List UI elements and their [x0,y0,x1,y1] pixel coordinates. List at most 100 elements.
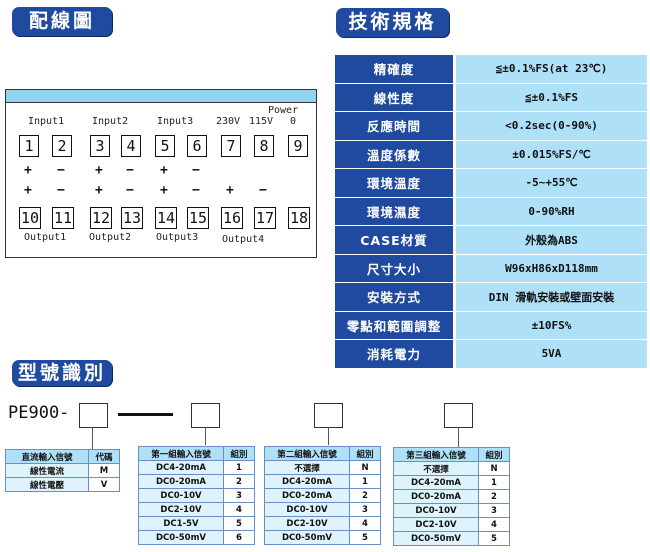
terminal-15: 15 [187,207,209,229]
sign-input3-minus: − [192,163,200,178]
label-output2: Output2 [89,232,132,243]
table-header-row: 第二組輸入信號 組別 [264,446,381,461]
connector-group1 [205,427,206,445]
label-output3: Output3 [156,232,199,243]
wiring-diagram: Power Input1 Input2 Input3 230V 115V 0 1… [5,89,317,258]
table-cell: DC4-20mA [393,475,479,490]
terminal-11: 11 [52,207,74,229]
sign-input3-plus: + [160,163,168,178]
spec-value: ≦±0.1%FS [453,83,647,112]
table-cell: 線性電流 [5,463,89,478]
table-cell: 6 [223,530,255,545]
terminal-16: 16 [221,207,243,229]
label-output1: Output1 [24,232,67,243]
table-cell: N [478,461,510,476]
table-header: 第一組輸入信號 [138,446,224,461]
table-cell: 不選擇 [393,461,479,476]
table-cell: DC2-10V [138,502,224,517]
spec-value: 0-90%RH [453,197,647,226]
table-cell: 2 [223,474,255,489]
spec-key: 零點和範圍調整 [335,311,453,340]
sign-output3-plus: + [160,183,168,198]
spec-key: 安裝方式 [335,283,453,312]
table-cell: V [88,477,120,492]
power-label: Power [268,105,299,116]
table-cell: 4 [223,502,255,517]
sign-output1-plus: + [24,183,32,198]
table-header-row: 直流輸入信號 代碼 [5,449,120,464]
label-input1: Input1 [28,116,65,127]
spec-value: -5~+55℃ [453,169,647,198]
sign-input1-minus: − [57,163,65,178]
table-header-row: 第三組輸入信號 組別 [393,447,510,462]
sign-input2-plus: + [95,163,103,178]
terminal-13: 13 [121,207,143,229]
table-cell: DC1-5V [138,516,224,531]
table-cell: 不選擇 [264,460,350,475]
label-0v: 0 [290,116,297,127]
table-cell: 3 [223,488,255,503]
table-cell: 3 [478,503,510,518]
table-cell: 4 [478,517,510,532]
model-box-input-type [79,403,108,428]
spec-key: 精確度 [335,55,453,84]
spec-key: 環境濕度 [335,197,453,226]
table-cell: DC0-20mA [138,474,224,489]
table-cell: DC4-20mA [138,460,224,475]
table-cell: DC0-10V [138,488,224,503]
label-115v: 115V [249,116,274,127]
sign-output4-plus: + [226,183,234,198]
table-cell: DC4-20mA [264,474,350,489]
spec-value: 外殼為ABS [453,226,647,255]
wiring-heading: 配線圖 [12,7,112,36]
spec-row: 精確度≦±0.1%FS(at 23℃) [335,55,647,84]
spec-key: 尺寸大小 [335,254,453,283]
spec-key: 消耗電力 [335,340,453,369]
sign-output2-plus: + [95,183,103,198]
spec-value: DIN 滑軌安裝或壁面安裝 [453,283,647,312]
table-header: 直流輸入信號 [5,449,89,464]
sign-output2-minus: − [126,183,134,198]
table-cell: DC0-10V [264,502,350,517]
terminal-8: 8 [254,135,274,157]
label-230v: 230V [216,116,241,127]
model-dash [118,413,173,416]
spec-value: 5VA [453,340,647,369]
terminal-5: 5 [155,135,175,157]
table-cell: 1 [223,460,255,475]
table-cell: DC2-10V [264,516,350,531]
terminal-12: 12 [90,207,112,229]
wiring-header-band [6,90,316,103]
spec-value: ±10FS% [453,311,647,340]
terminal-17: 17 [254,207,276,229]
table-cell: 1 [478,475,510,490]
model-box-group3 [444,403,473,428]
table-cell: DC0-20mA [393,489,479,504]
model-prefix: PE900- [8,403,70,423]
table-cell: DC0-10V [393,503,479,518]
spec-row: 反應時間<0.2sec(0-90%) [335,112,647,141]
terminal-9: 9 [288,135,308,157]
terminal-2: 2 [52,135,72,157]
table-cell: 5 [223,516,255,531]
label-output4: Output4 [222,234,265,245]
spec-value: ≦±0.1%FS(at 23℃) [453,55,647,84]
spec-row: 溫度係數±0.015%FS/℃ [335,140,647,169]
input-type-table: 直流輸入信號 代碼 線性電流 M 線性電壓 V [5,449,120,492]
spec-key: CASE材質 [335,226,453,255]
